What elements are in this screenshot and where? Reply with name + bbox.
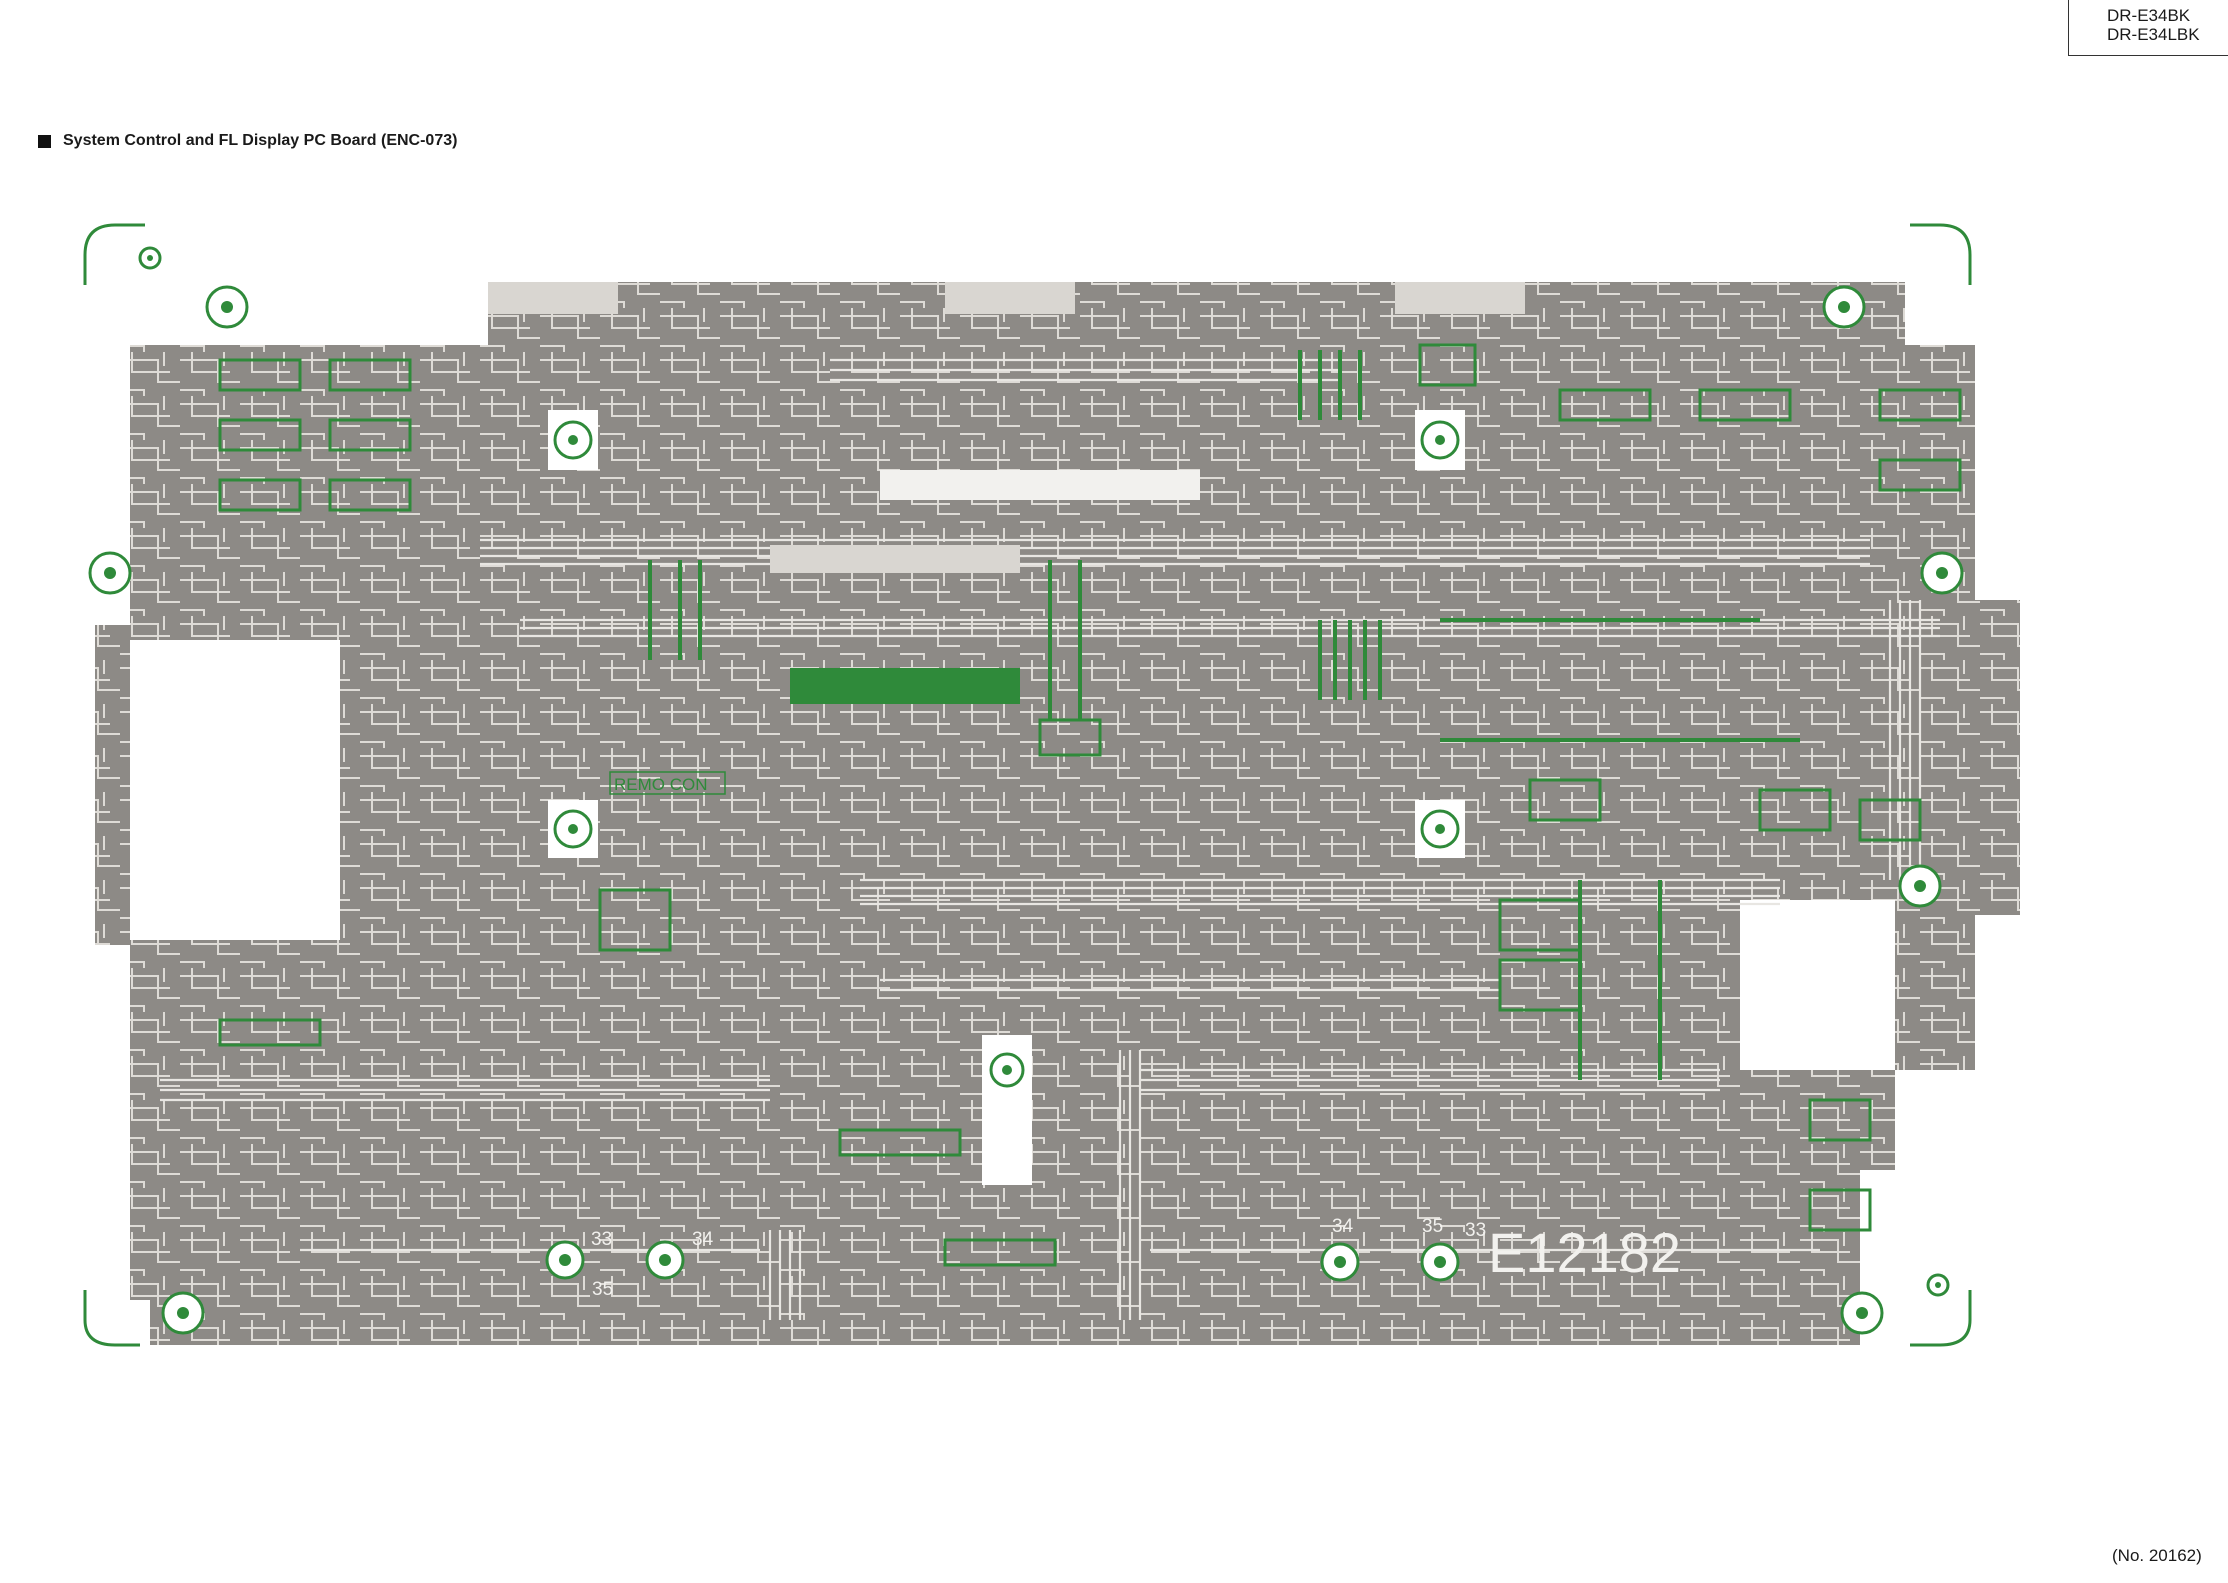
screw-hole: [1422, 1244, 1458, 1280]
screw-hole: [548, 410, 598, 470]
screw-hole: [547, 1242, 583, 1278]
fl-connector-strip: [770, 545, 1020, 573]
screw-hole: [1322, 1244, 1358, 1280]
silk-remocon: REMO CON: [614, 775, 708, 794]
mounting-hole: [163, 1293, 203, 1333]
pcb-trace-pattern: [95, 282, 2020, 1345]
mounting-hole: [207, 287, 247, 327]
mounting-hole: [1824, 287, 1864, 327]
screw-hole: [991, 1054, 1023, 1086]
silk-35-right: 35: [1422, 1216, 1443, 1237]
silk-33-left: 33: [591, 1229, 612, 1250]
screw-hole: [548, 800, 598, 858]
pcb-cutout-right: [1740, 900, 1895, 1070]
screw-hole: [647, 1242, 683, 1278]
pcb-cutout-left: [130, 640, 340, 940]
mounting-hole: [90, 553, 130, 593]
mounting-hole: [1842, 1293, 1882, 1333]
board-id-marking: E12182: [1488, 1221, 1681, 1284]
mounting-hole: [1922, 553, 1962, 593]
fl-display-pad-row: [880, 470, 1200, 500]
screw-hole: [1928, 1275, 1948, 1295]
mounting-hole: [1900, 866, 1940, 906]
silk-34-right: 34: [1332, 1216, 1354, 1237]
screw-hole: [1415, 410, 1465, 470]
silk-34-left: 34: [692, 1229, 714, 1250]
screw-hole: [1415, 800, 1465, 858]
screw-hole: [140, 248, 160, 268]
ic-pad-block: [790, 668, 1020, 704]
silk-35-left: 35: [592, 1279, 613, 1300]
silk-33-right: 33: [1465, 1220, 1486, 1241]
